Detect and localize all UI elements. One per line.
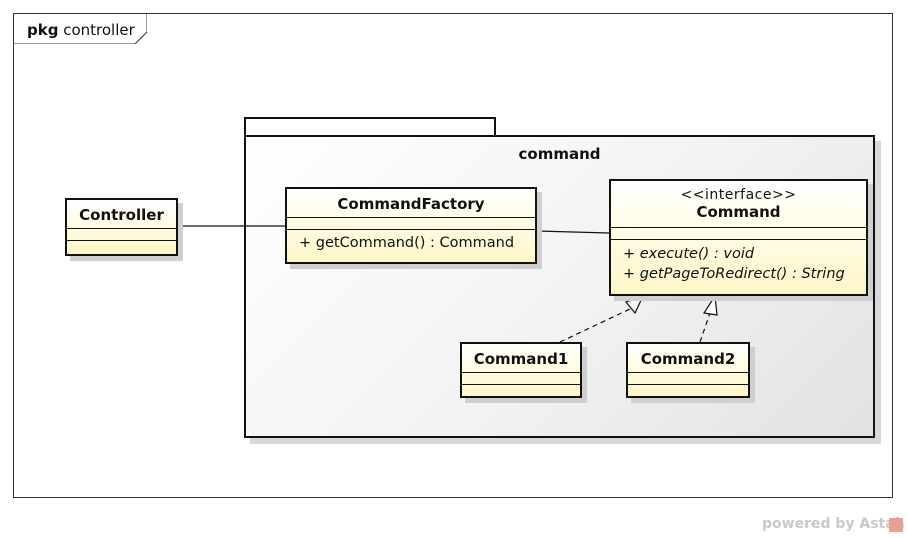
operation-separator	[462, 384, 580, 385]
attribute-separator	[67, 228, 176, 229]
realization-command2-command	[699, 312, 711, 343]
package-name: command	[518, 145, 601, 163]
frame-label: pkg controller	[13, 13, 147, 44]
operation-separator	[611, 239, 866, 240]
operation-separator	[67, 240, 176, 241]
astah-logo-icon	[889, 518, 903, 532]
diagram-frame	[13, 13, 893, 498]
interface-command[interactable]: <<interface>> Command + execute() : void…	[609, 179, 868, 296]
attribute-separator	[628, 372, 748, 373]
class-name: Command	[696, 203, 781, 221]
operation-separator	[287, 229, 535, 230]
class-name: Controller	[79, 206, 164, 224]
attribute-separator	[611, 227, 866, 228]
class-commandfactory[interactable]: CommandFactory + getCommand() : Command	[285, 187, 537, 264]
attribute-separator	[462, 372, 580, 373]
realization-arrowhead-2	[702, 294, 718, 316]
stereotype-label: <<interface>>	[680, 187, 797, 203]
package-tab[interactable]	[244, 117, 496, 136]
powered-by-label: powered by Astah	[762, 516, 905, 532]
class-name: Command1	[473, 350, 569, 368]
class-command1[interactable]: Command1	[460, 342, 582, 398]
operation-execute: + execute() : void	[623, 246, 755, 262]
class-command2[interactable]: Command2	[626, 342, 750, 398]
frame-label-border	[13, 13, 147, 44]
operation-getpagetoredirect: + getPageToRedirect() : String	[623, 266, 845, 282]
operation-getcommand: + getCommand() : Command	[299, 235, 515, 251]
realization-arrowhead-1	[624, 294, 645, 315]
class-name: CommandFactory	[337, 195, 485, 213]
association-commandfactory-command	[536, 230, 610, 234]
class-name: Command2	[640, 350, 736, 368]
class-controller[interactable]: Controller	[65, 198, 178, 256]
operation-separator	[628, 384, 748, 385]
attribute-separator	[287, 217, 535, 218]
frame-name: controller	[63, 21, 135, 39]
frame-keyword: pkg	[27, 21, 59, 39]
realization-command1-command	[559, 308, 631, 343]
